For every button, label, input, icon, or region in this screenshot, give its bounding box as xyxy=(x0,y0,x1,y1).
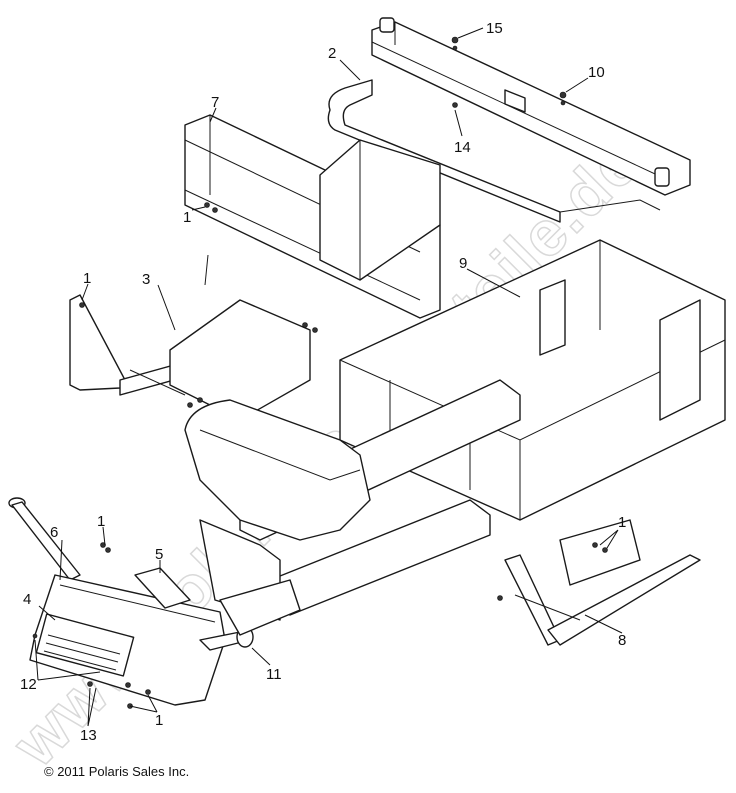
callout-7: 7 xyxy=(211,94,219,111)
callout-1: 1 xyxy=(618,514,626,531)
callout-2: 2 xyxy=(328,45,336,62)
callout-8: 8 xyxy=(618,632,626,649)
callout-12: 12 xyxy=(20,676,37,693)
callout-13: 13 xyxy=(80,727,97,744)
callout-14: 14 xyxy=(454,139,471,156)
small-bracket-plate xyxy=(134,567,191,609)
callout-1: 1 xyxy=(83,270,91,287)
leader-lines xyxy=(34,27,623,727)
callout-4: 4 xyxy=(23,591,31,608)
rear-box-support-frame xyxy=(327,17,691,223)
callout-labels: 15 2 10 7 14 1 1 3 9 6 1 1 5 4 12 11 8 1… xyxy=(20,20,626,744)
callout-6: 6 xyxy=(50,524,58,541)
callout-11: 11 xyxy=(266,666,282,683)
front-frame-loop xyxy=(184,399,371,636)
callout-3: 3 xyxy=(142,271,150,288)
fasteners xyxy=(32,36,608,709)
callout-1: 1 xyxy=(155,712,163,729)
callout-5: 5 xyxy=(155,546,163,563)
callout-9: 9 xyxy=(459,255,467,272)
front-bumper-assembly xyxy=(8,497,254,706)
callout-10: 10 xyxy=(588,64,605,81)
callout-1: 1 xyxy=(183,209,191,226)
middle-cross-frame xyxy=(184,114,441,319)
callout-15: 15 xyxy=(486,20,503,37)
callout-1: 1 xyxy=(97,513,105,530)
right-seat-support xyxy=(504,519,701,646)
left-seat-support xyxy=(69,254,311,421)
copyright-notice: © 2011 Polaris Sales Inc. xyxy=(44,764,190,779)
